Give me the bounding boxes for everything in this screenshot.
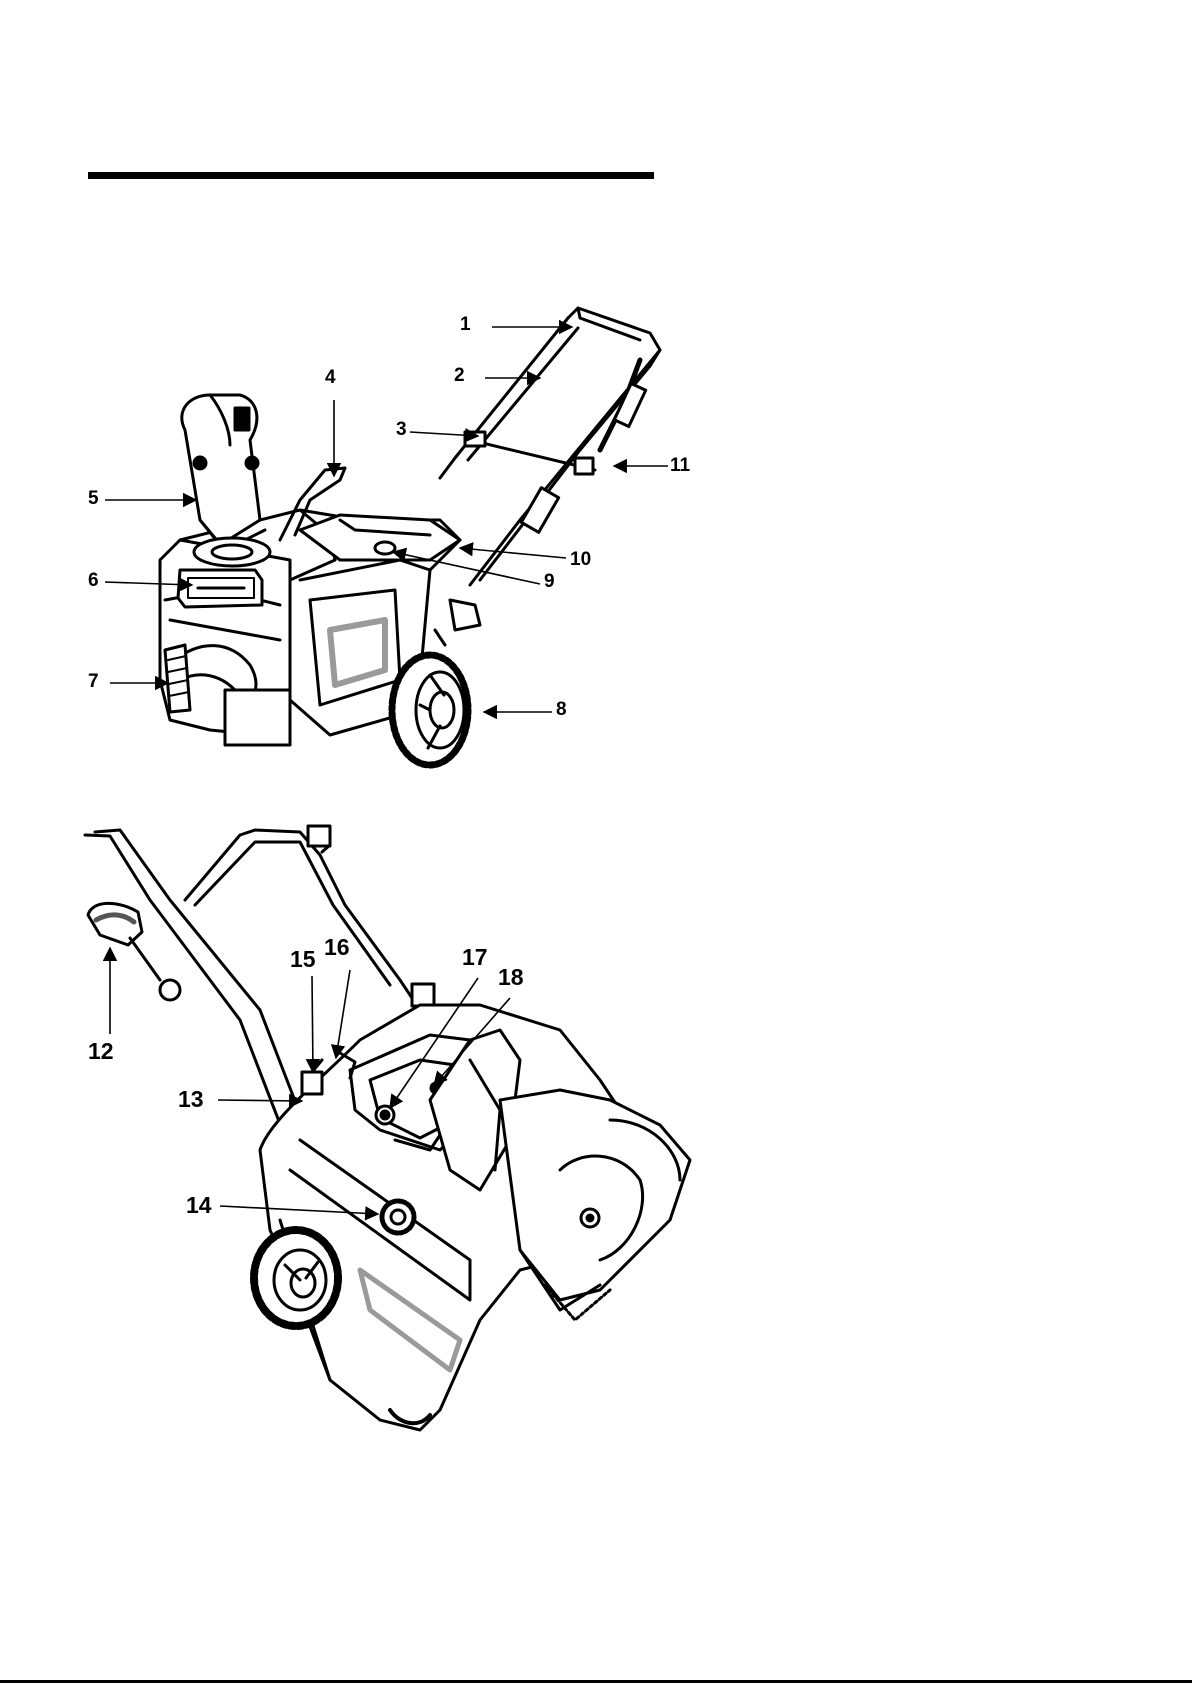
- callout-6: 6: [88, 571, 99, 590]
- callout-16: 16: [324, 936, 350, 959]
- footer-rule: [0, 1680, 1192, 1683]
- upper-handle: [568, 308, 660, 366]
- callout-5: 5: [88, 489, 99, 508]
- callout-17: 17: [462, 946, 488, 969]
- callout-1: 1: [460, 315, 471, 334]
- bottom-wheel: [254, 1230, 338, 1326]
- callout-15: 15: [290, 948, 316, 971]
- handle-rail-left: [440, 318, 568, 478]
- crank-knob: [382, 1201, 414, 1233]
- callout-4: 4: [325, 368, 336, 387]
- callout-7: 7: [88, 672, 99, 691]
- bottom-snow-blower-drawing: [85, 826, 690, 1430]
- callout-11: 11: [670, 456, 690, 475]
- callout-18: 18: [498, 966, 524, 989]
- callout-8: 8: [556, 700, 567, 719]
- callout-13: 13: [178, 1088, 204, 1111]
- callout-14: 14: [186, 1194, 212, 1217]
- callout-10: 10: [570, 550, 591, 569]
- callout-12: 12: [88, 1040, 114, 1063]
- callout-9: 9: [544, 572, 555, 591]
- callout-3: 3: [396, 420, 407, 439]
- top-snow-blower-drawing: [160, 308, 660, 765]
- callout-2: 2: [454, 366, 465, 385]
- wheel: [392, 655, 468, 765]
